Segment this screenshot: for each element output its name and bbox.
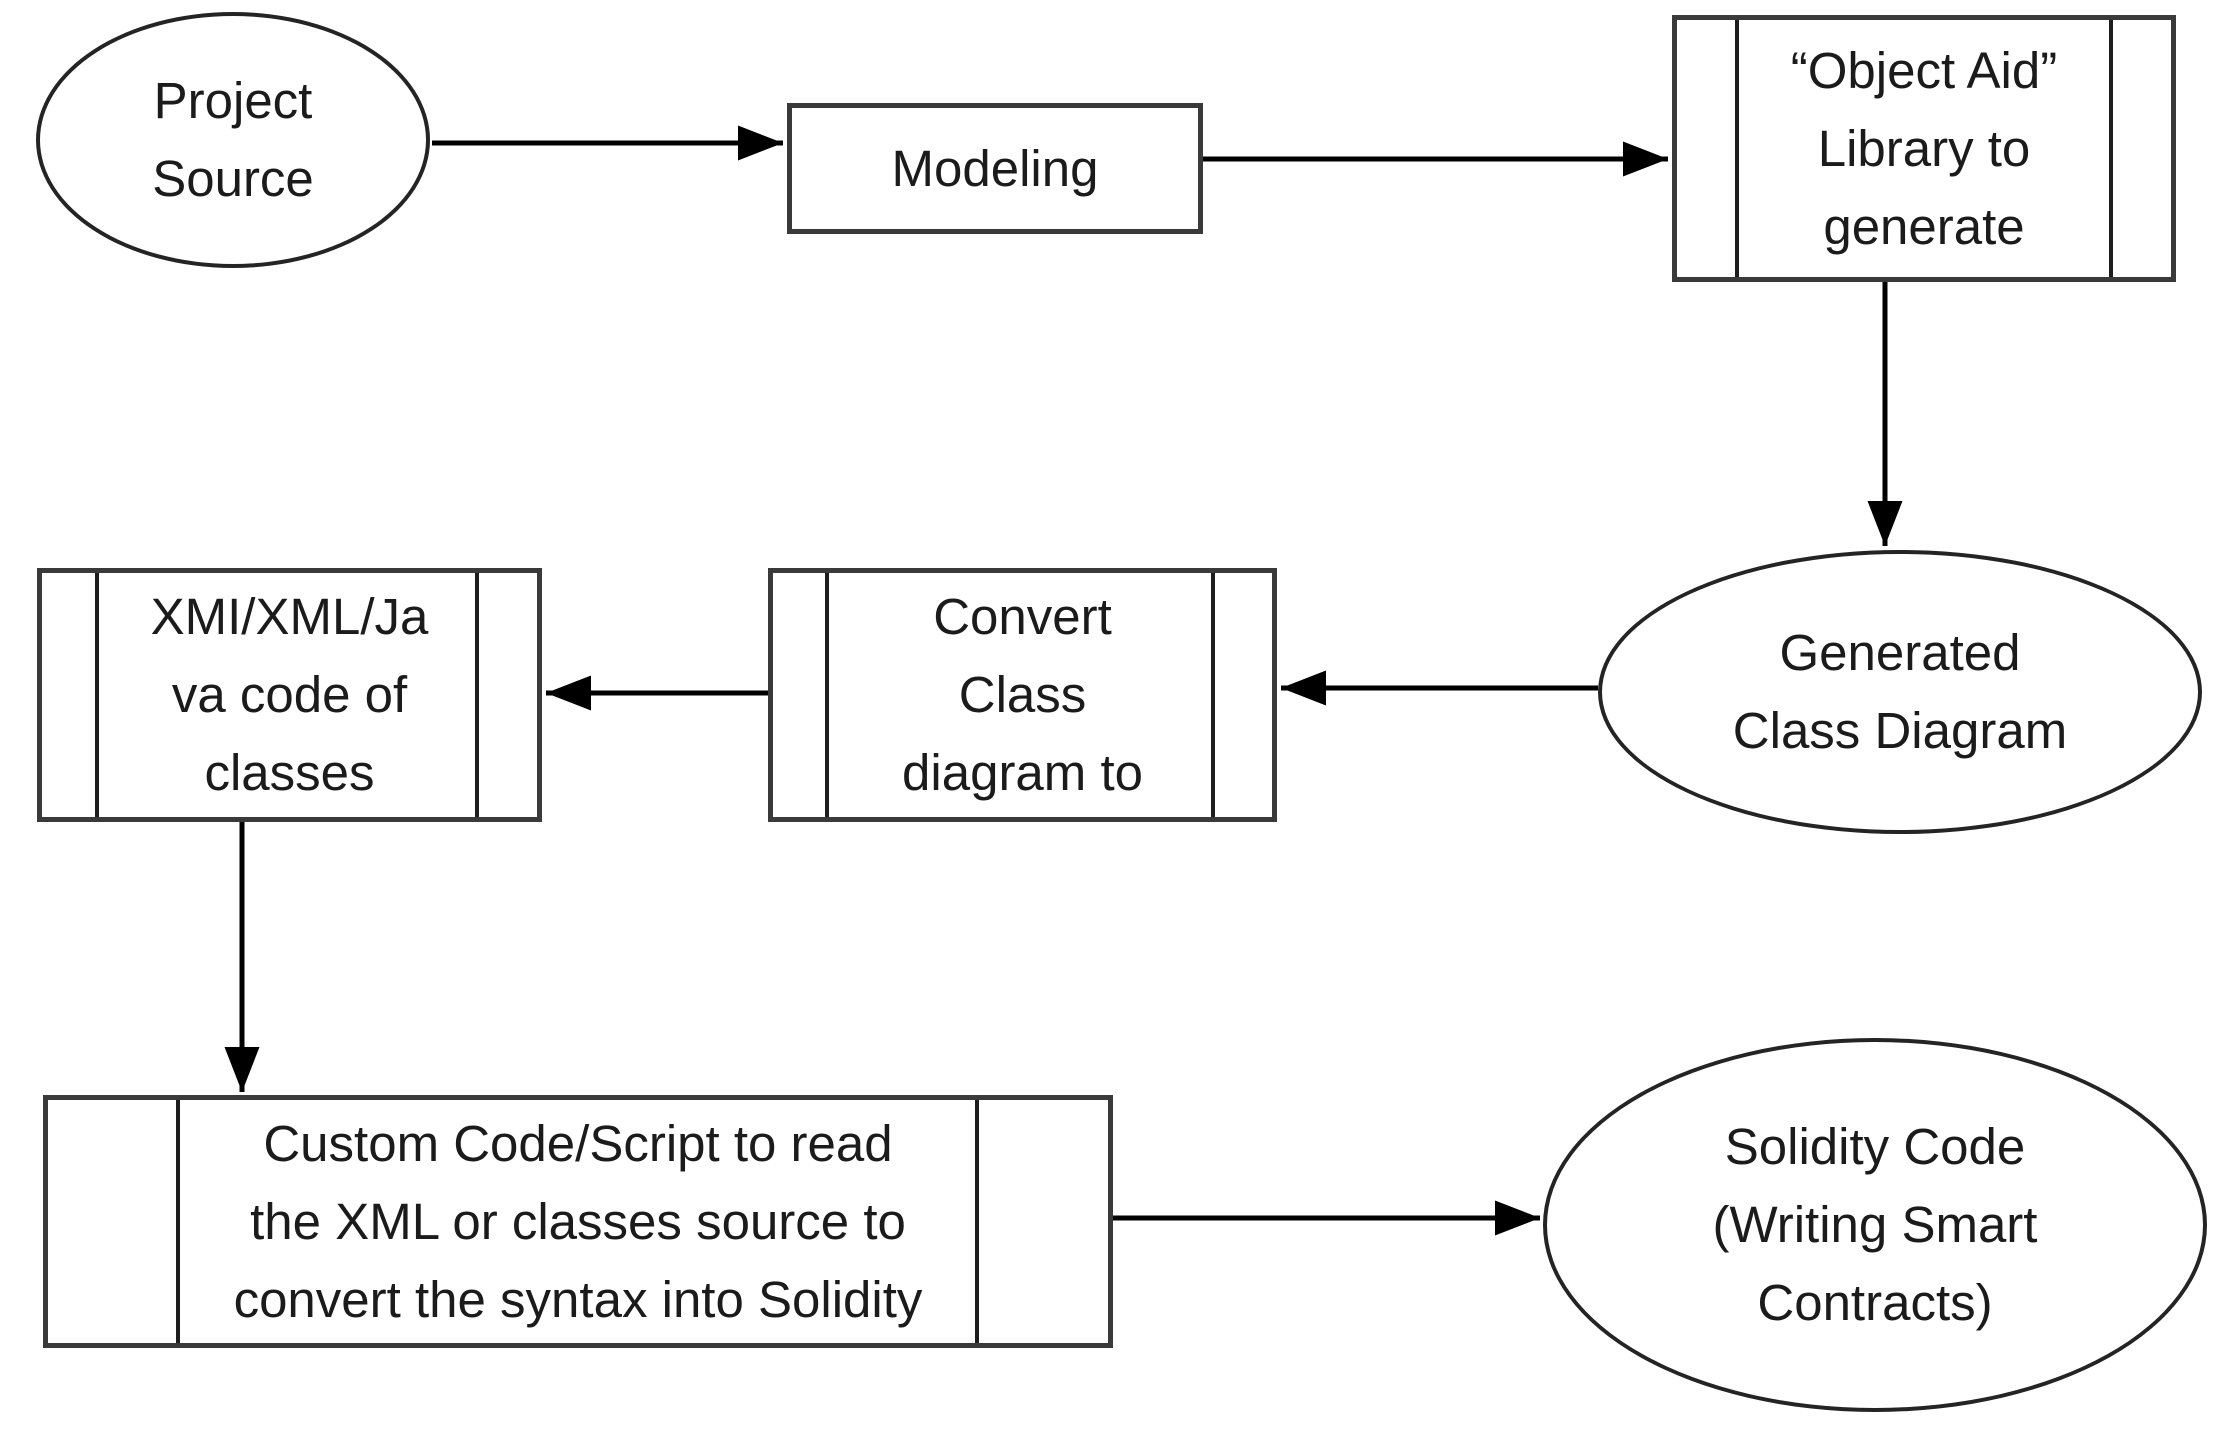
side-bar-left: [1735, 20, 1739, 277]
label-line: Convert: [933, 588, 1112, 645]
label-line: generate: [1823, 197, 2025, 255]
label-line: diagram to: [902, 744, 1143, 801]
side-bar-left: [825, 573, 829, 817]
label-line: “Object Aid”: [1790, 41, 2058, 99]
node-modeling-label: Modeling: [892, 130, 1099, 208]
side-bar-right: [2109, 20, 2113, 277]
label-line: Project: [153, 72, 313, 129]
label-line: Library to: [1817, 119, 2031, 177]
side-bar-right: [975, 1100, 979, 1343]
label-line: Generated: [1779, 624, 2021, 681]
label-line: Modeling: [891, 139, 1099, 197]
label-line: Custom Code/Script to read: [263, 1114, 893, 1172]
side-bar-right: [475, 573, 479, 817]
label-line: Class Diagram: [1732, 702, 2068, 759]
node-generated-class-diagram-label: Generated Class Diagram: [1733, 614, 2067, 770]
node-custom-code-script: Custom Code/Script to read the XML or cl…: [43, 1095, 1113, 1348]
label-line: Class: [958, 666, 1087, 723]
node-project-source-label: Project Source: [152, 62, 314, 218]
node-object-aid-label: “Object Aid” Library to generate: [1791, 32, 2057, 266]
label-line: the XML or classes source to: [250, 1192, 906, 1250]
label-line: convert the syntax into Solidity: [233, 1270, 923, 1328]
label-line: XMI/XML/Ja: [150, 588, 429, 645]
node-object-aid: “Object Aid” Library to generate: [1672, 15, 2176, 282]
node-convert-class-diagram: Convert Class diagram to: [768, 568, 1277, 822]
node-modeling: Modeling: [787, 103, 1203, 234]
node-project-source: Project Source: [36, 12, 430, 268]
node-solidity-code-label: Solidity Code (Writing Smart Contracts): [1713, 1108, 2038, 1342]
node-solidity-code: Solidity Code (Writing Smart Contracts): [1543, 1038, 2207, 1412]
label-line: Contracts): [1757, 1274, 1993, 1331]
node-xmi-xml-java-code-label: XMI/XML/Ja va code of classes: [151, 578, 429, 812]
label-line: Solidity Code: [1724, 1118, 2026, 1175]
node-custom-code-script-label: Custom Code/Script to read the XML or cl…: [234, 1105, 923, 1339]
label-line: classes: [204, 744, 375, 801]
label-line: (Writing Smart: [1712, 1196, 2038, 1253]
label-line: Source: [152, 150, 314, 207]
label-line: va code of: [171, 666, 408, 723]
node-convert-class-diagram-label: Convert Class diagram to: [902, 578, 1143, 812]
side-bar-left: [176, 1100, 180, 1343]
node-generated-class-diagram: Generated Class Diagram: [1598, 550, 2202, 834]
side-bar-right: [1211, 573, 1215, 817]
side-bar-left: [95, 573, 99, 817]
node-xmi-xml-java-code: XMI/XML/Ja va code of classes: [37, 568, 542, 822]
